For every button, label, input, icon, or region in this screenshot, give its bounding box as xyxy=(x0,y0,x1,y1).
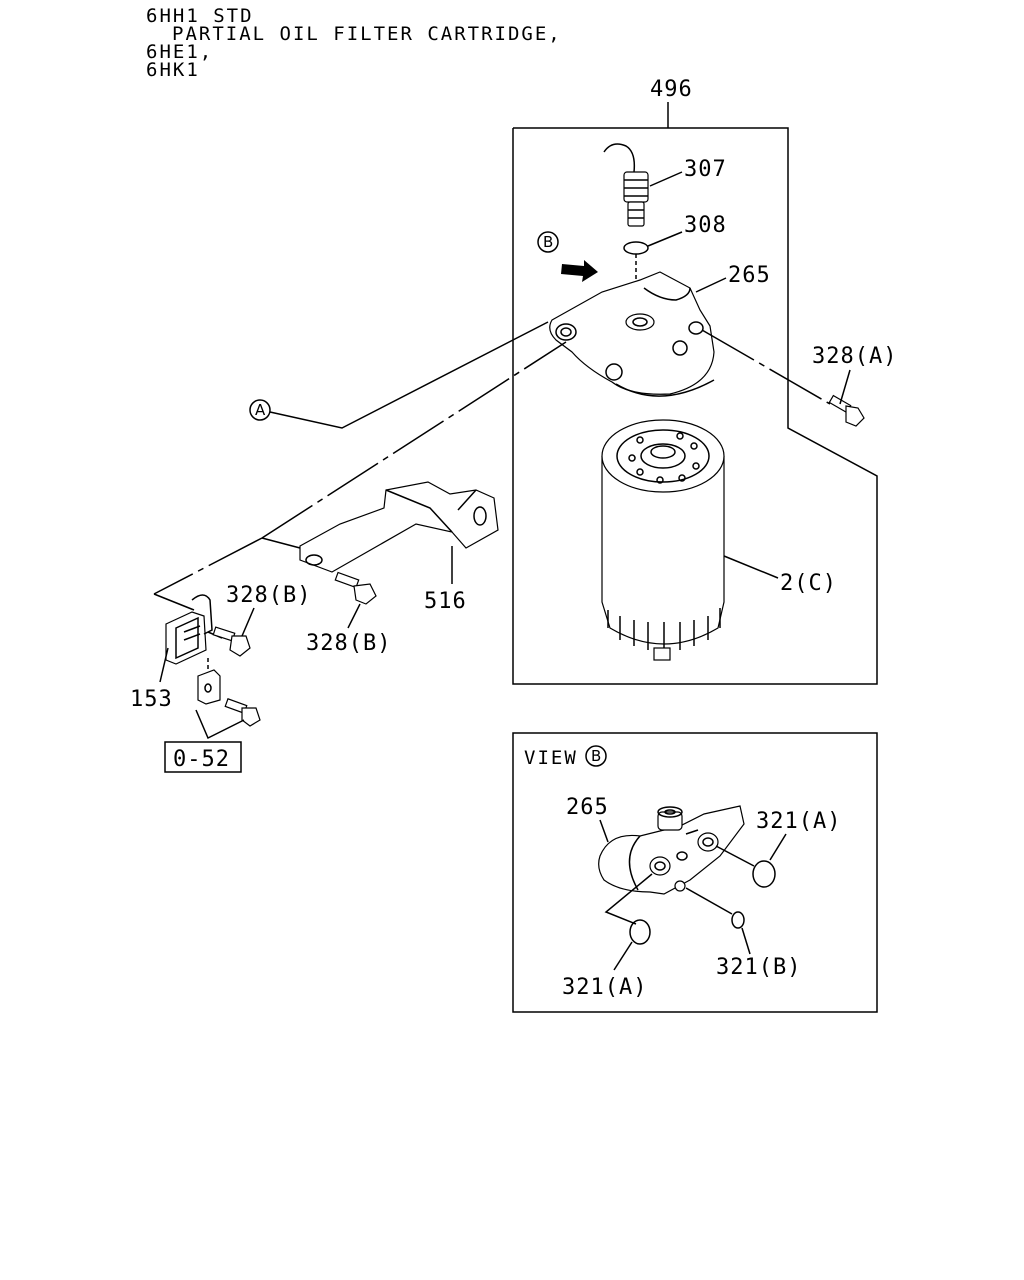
header-line-4: 6HK1 xyxy=(146,59,200,81)
circle-a-label: A xyxy=(255,401,266,419)
callout-328b-1: 328(B) xyxy=(226,583,311,608)
bolt-328b-bracket: 328(B) xyxy=(306,571,391,656)
callout-2c: 2(C) xyxy=(780,571,837,596)
callout-496: 496 xyxy=(650,77,693,102)
view-callout-321b: 321(B) xyxy=(716,955,801,980)
view-b-title: VIEW xyxy=(524,747,578,769)
callout-328b-2: 328(B) xyxy=(306,631,391,656)
clamp-153: 153 xyxy=(130,594,213,712)
header-line-1: 6HH1 STD xyxy=(146,5,254,27)
view-callout-321a-bottom: 321(A) xyxy=(562,975,647,1000)
circle-b-label: B xyxy=(543,233,553,251)
view-b-marker: B xyxy=(537,231,598,282)
bolt-328a: 328(A) xyxy=(701,329,897,427)
bracket-516: 516 xyxy=(299,481,499,614)
reference-0-52-box xyxy=(164,741,242,773)
callout-0-52: 0-52 xyxy=(173,747,230,772)
assembly-box-496: 496 xyxy=(512,77,878,685)
oil-filter-cartridge: 2(C) xyxy=(601,419,837,661)
view-b-inset: VIEW B 265 321(A) 321(B) 321(A) xyxy=(512,732,878,1013)
view-callout-321a-top: 321(A) xyxy=(756,809,841,834)
header-line-2: PARTIAL OIL FILTER CARTRIDGE, xyxy=(172,23,562,45)
header-line-3: 6HE1, xyxy=(146,41,213,63)
filter-head-265: 265 xyxy=(549,263,771,397)
callout-307: 307 xyxy=(684,157,727,182)
callout-265: 265 xyxy=(728,263,771,288)
callout-153: 153 xyxy=(130,687,173,712)
view-arrow-icon xyxy=(561,260,598,282)
bolt-328b-clamp: 328(B) xyxy=(207,583,311,657)
callout-328a: 328(A) xyxy=(812,344,897,369)
view-callout-265: 265 xyxy=(566,795,609,820)
callout-516: 516 xyxy=(424,589,467,614)
callout-308: 308 xyxy=(684,213,727,238)
reference-0-52-parts: 0-52 xyxy=(164,658,261,773)
view-b-circle-label: B xyxy=(591,747,601,765)
reference-a: A xyxy=(249,321,567,539)
pressure-switch-307: 307 xyxy=(603,143,727,227)
